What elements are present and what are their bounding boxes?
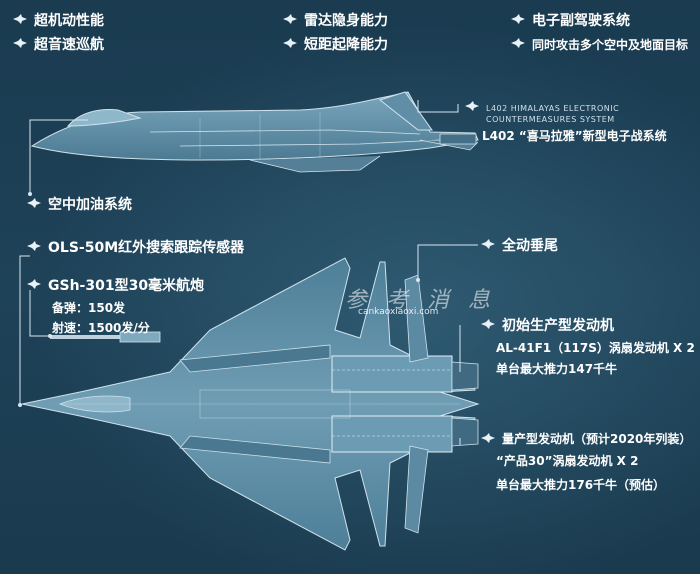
gun-ammo: 备弹：150发 <box>52 301 126 315</box>
jet-icon <box>12 37 28 49</box>
gun-title: GSh-301型30毫米航炮 <box>48 278 205 294</box>
engine-initial-model: AL-41F1（117S）涡扇发动机 X 2 <box>496 341 695 355</box>
leader-dots <box>18 192 420 407</box>
watermark-url: cankaoxiaoxi.com <box>358 307 439 317</box>
ew-label-zh: L402 “喜马拉雅”新型电子战系统 <box>482 129 667 143</box>
engine-production-title: 量产型发动机（预计2020年列装） <box>502 432 692 446</box>
feature-supermaneuver: 超机动性能 <box>34 13 104 29</box>
feature-copilot: 电子副驾驶系统 <box>532 13 630 29</box>
jet-icon <box>12 13 28 25</box>
jet-icon <box>282 37 298 49</box>
jet-icon <box>464 100 480 112</box>
ols-label: OLS-50M红外搜索跟踪传感器 <box>48 240 245 256</box>
feature-supercruise: 超音速巡航 <box>34 37 104 53</box>
tail-label: 全动垂尾 <box>502 238 558 254</box>
watermark-logo: 参 考 消 息 <box>345 288 496 313</box>
engine-production-model: “产品30”涡扇发动机 X 2 <box>496 454 639 468</box>
jet-icon <box>480 238 496 250</box>
feature-stealth: 雷达隐身能力 <box>304 13 388 29</box>
jet-icon <box>510 37 526 49</box>
engine-initial-thrust: 单台最大推力147千牛 <box>496 362 618 376</box>
jet-icon <box>282 13 298 25</box>
refuel-label: 空中加油系统 <box>48 197 132 213</box>
jet-icon <box>480 432 496 444</box>
ew-label-en-2: COUNTERMEASURES SYSTEM <box>486 115 615 124</box>
side-view-aircraft <box>30 91 479 173</box>
jet-icon <box>26 278 42 290</box>
jet-icon <box>480 318 496 330</box>
feature-multitarget: 同时攻击多个空中及地面目标 <box>532 38 689 52</box>
engine-production-thrust: 单台最大推力176千牛（预估） <box>496 478 666 492</box>
engine-initial-title: 初始生产型发动机 <box>502 318 614 334</box>
plan-view-aircraft <box>21 257 480 551</box>
leader-lines <box>19 100 478 445</box>
gun-rate: 射速：1500发/分 <box>52 321 150 335</box>
ew-label-en-1: L402 HIMALAYAS ELECTRONIC <box>486 104 620 113</box>
feature-stol: 短距起降能力 <box>304 37 388 53</box>
jet-icon <box>26 197 42 209</box>
jet-icon <box>510 13 526 25</box>
jet-icon <box>26 240 42 252</box>
